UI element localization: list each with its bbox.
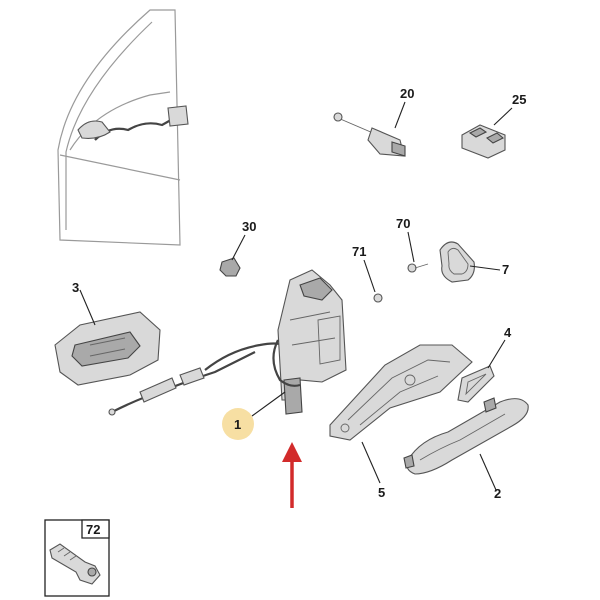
part-1-lock: 1 (222, 269, 347, 440)
part-4-gasket: 4 (457, 325, 512, 403)
part-25-cylinder: 25 (461, 92, 526, 159)
callout-3: 3 (72, 280, 79, 295)
part-72-inset: 72 (44, 519, 110, 597)
part-30-clip: 30 (219, 219, 256, 277)
callout-4: 4 (504, 325, 512, 340)
callout-1: 1 (234, 417, 241, 432)
part-3-inner-handle: 3 (54, 280, 161, 386)
door-outline (57, 9, 189, 246)
part-70-screw: 70 (396, 216, 429, 273)
callout-71: 71 (352, 244, 366, 259)
callout-1-highlight (222, 408, 254, 440)
callout-70: 70 (396, 216, 410, 231)
part-7-striker: 7 (439, 241, 509, 283)
callout-30: 30 (242, 219, 256, 234)
callout-72: 72 (86, 522, 100, 537)
part-2-exterior-handle: 2 (403, 397, 529, 501)
direction-arrow (282, 442, 302, 508)
callout-2: 2 (494, 486, 501, 501)
part-71-bolt: 71 (352, 244, 383, 303)
part-20-rod: 20 (333, 86, 414, 157)
callout-25: 25 (512, 92, 526, 107)
callout-20: 20 (400, 86, 414, 101)
callout-5: 5 (378, 485, 385, 500)
callout-7: 7 (502, 262, 509, 277)
cables (108, 342, 286, 416)
part-5-bracket: 5 (329, 344, 473, 500)
